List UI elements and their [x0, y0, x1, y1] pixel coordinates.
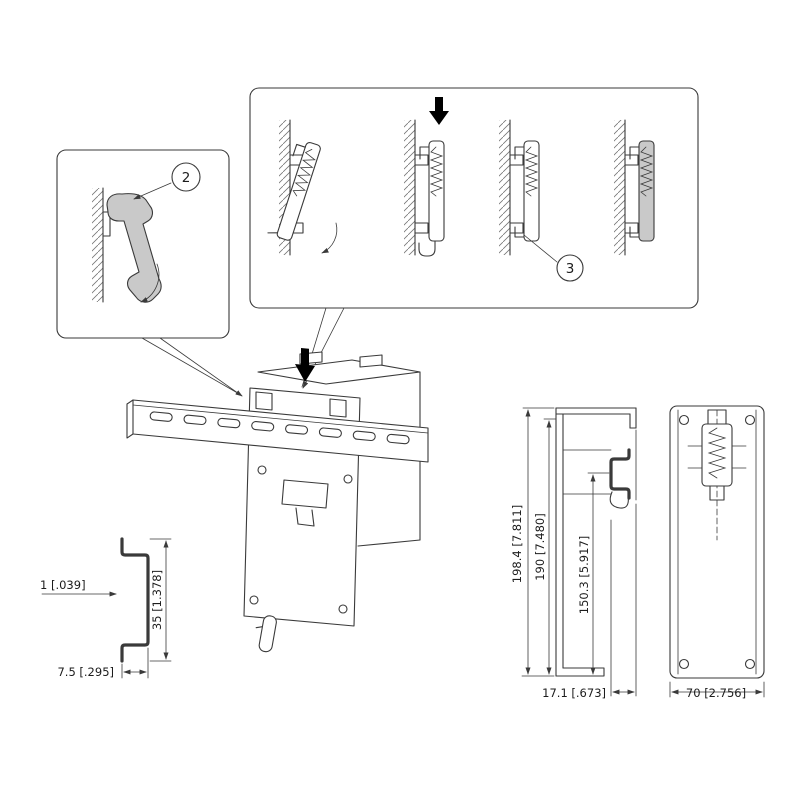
sequence-step-1	[267, 119, 338, 256]
press-down-arrow-icon	[295, 348, 315, 382]
dim-rail-depth: 7.5 [.295]	[57, 665, 114, 679]
bottom-clip	[255, 615, 277, 653]
dim-rail-thickness: 1 [.039]	[40, 578, 86, 592]
side-rail-profile	[609, 448, 631, 500]
screw	[744, 414, 756, 426]
rail-profile	[120, 537, 150, 663]
detail-box-step2: 2	[56, 149, 230, 339]
screw	[678, 414, 690, 426]
press-down-arrow-icon	[429, 97, 449, 125]
callout-2-leader	[133, 182, 172, 200]
top-hook	[255, 391, 273, 411]
screw	[257, 465, 267, 475]
callout-2-number: 2	[182, 170, 191, 186]
dim-front-width: 70 [2.756]	[686, 686, 746, 700]
dim-rail-center: 150.3 [5.917]	[577, 536, 591, 614]
screw	[744, 658, 756, 670]
side-view: 198.4 [7.811] 190 [7.480] 150.3 [5.917] …	[510, 407, 637, 700]
dim-side-depth: 17.1 [.673]	[542, 686, 606, 700]
top-hook	[329, 398, 347, 418]
front-clip	[701, 409, 733, 501]
latch	[281, 479, 329, 509]
rail-cross-section: 1 [.039] 35 [1.378] 7.5 [.295]	[40, 537, 172, 679]
wall-hatch	[92, 188, 103, 302]
callout-3-badge: 3	[556, 254, 584, 282]
sequence-step-3	[499, 119, 540, 256]
callout-2-badge: 2	[171, 162, 201, 192]
rotate-arrow	[140, 263, 160, 303]
din-rail	[126, 399, 429, 463]
callout-3-number: 3	[566, 261, 575, 277]
screw	[249, 595, 259, 605]
device-top-face	[257, 359, 421, 385]
side-clip	[609, 491, 629, 509]
clip-shape	[106, 193, 162, 303]
detail-box-step3: 3	[249, 87, 699, 309]
callout-3-leader	[523, 234, 558, 263]
front-view: 70 [2.756]	[669, 405, 765, 700]
leader-step2	[141, 337, 243, 397]
swing-arrow	[321, 222, 338, 254]
screw	[338, 604, 348, 614]
rail-edge	[102, 211, 111, 237]
sequence-step-4	[614, 119, 655, 256]
dim-body-height: 190 [7.480]	[533, 513, 547, 581]
screw	[343, 474, 353, 484]
dim-overall-height: 198.4 [7.811]	[510, 505, 524, 583]
sequence-step-2	[404, 97, 449, 257]
dim-rail-height: 35 [1.378]	[150, 570, 164, 630]
front-outline	[669, 405, 765, 679]
screw	[678, 658, 690, 670]
isometric-view	[126, 348, 429, 653]
